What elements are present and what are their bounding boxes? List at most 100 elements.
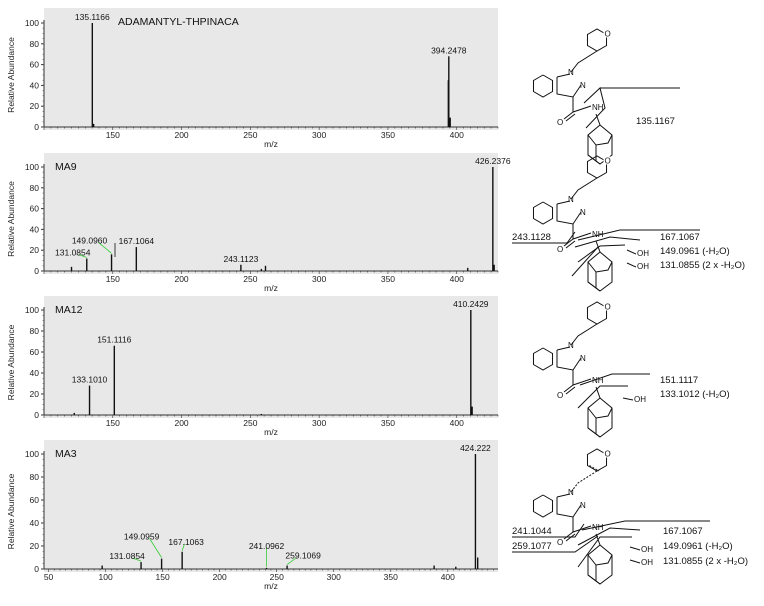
y-tick-label: 60 <box>30 60 40 70</box>
peak-label: 167.1063 <box>168 537 204 547</box>
adamantane-cage <box>595 433 601 438</box>
fragmentation-line <box>626 262 637 268</box>
oxygen-atom: O <box>605 157 611 166</box>
amide-nh: NH <box>592 103 604 112</box>
fragmentation-line <box>577 536 632 568</box>
atom-bg <box>603 156 611 165</box>
fragment-label: 243.1128 <box>512 232 551 243</box>
y-tick-label: 80 <box>30 472 40 482</box>
atom-bg <box>603 449 611 458</box>
spectrum-title: MA3 <box>55 448 77 460</box>
fragmentation-line <box>577 244 626 263</box>
peak-label: 167.1064 <box>119 236 155 246</box>
fragmentation-line <box>512 523 585 538</box>
peak-label: 410.2429 <box>453 299 489 309</box>
nitrogen-atom: N <box>580 208 586 217</box>
y-tick-label: 40 <box>30 518 40 528</box>
fragment-label: 167.1067 <box>660 232 700 243</box>
y-tick-label: 100 <box>25 305 39 315</box>
y-tick-label: 80 <box>30 39 40 49</box>
label-leader <box>132 557 142 562</box>
adamantane-cage <box>587 272 597 289</box>
adamantane-cage <box>587 407 613 419</box>
y-tick-label: 20 <box>30 541 40 551</box>
y-axis-label: Relative Abundance <box>6 181 16 257</box>
adamantane-cage <box>587 554 613 566</box>
carbonyl-bond <box>565 113 576 122</box>
fragmentation-line <box>512 535 599 553</box>
amide-bond <box>572 370 592 386</box>
y-tick-label: 100 <box>25 162 39 172</box>
carbonyl-bond <box>563 111 574 120</box>
y-axis-label: Relative Abundance <box>6 324 16 400</box>
y-tick-label: 20 <box>30 245 40 255</box>
x-axis-label: m/z <box>264 139 278 149</box>
fragmentation-line <box>577 527 641 546</box>
y-tick-label: 40 <box>30 368 40 378</box>
amide-nh: NH <box>592 523 604 532</box>
peak-label: 133.1010 <box>72 375 108 385</box>
peak-label: 149.0960 <box>72 235 108 245</box>
fragmentation-line <box>629 546 641 551</box>
x-tick-label: 200 <box>174 418 188 428</box>
x-tick-label: 350 <box>381 130 395 140</box>
peak-label: 241.0962 <box>249 541 285 551</box>
spectrum-title: MA9 <box>55 161 77 173</box>
fragmentation-line <box>571 246 599 277</box>
nitrogen-atom: N <box>568 341 574 350</box>
peak-label: 243.1123 <box>223 254 258 264</box>
fragmentation-line <box>583 87 606 129</box>
x-tick-label: 100 <box>99 572 113 582</box>
fragmentation-line <box>581 520 710 531</box>
x-tick-label: 300 <box>312 274 326 284</box>
amide-nh: NH <box>592 376 604 385</box>
peak-label: 394.2478 <box>431 45 467 55</box>
y-tick-label: 40 <box>30 224 40 234</box>
fragmentation-line <box>577 385 628 409</box>
fragment-label: 151.1117 <box>660 375 698 386</box>
adamantane-cage <box>587 565 597 582</box>
benzene-ring <box>532 201 554 225</box>
peak-label: 426.2376 <box>475 156 511 166</box>
fragmentation-line <box>626 249 637 255</box>
x-axis-label: m/z <box>264 283 278 293</box>
label-leader <box>286 557 297 565</box>
y-tick-label: 60 <box>30 495 40 505</box>
peak-label: 151.1116 <box>97 335 131 345</box>
hydroxyl-label: OH <box>634 395 646 404</box>
pyrazole-ring <box>556 497 582 518</box>
adamantane-cage <box>595 580 601 585</box>
x-tick-label: 150 <box>106 418 120 428</box>
fragmentation-line <box>622 397 634 401</box>
fragmentation-line <box>579 373 650 386</box>
oxygen-atom: O <box>557 391 563 400</box>
amide-nh: NH <box>592 230 604 239</box>
adamantane-cage <box>595 287 601 292</box>
y-tick-label: 60 <box>30 204 40 214</box>
x-tick-label: 200 <box>213 572 227 582</box>
methylene-linker <box>570 470 598 493</box>
pyrazole-ring <box>556 204 582 225</box>
x-tick-label: 350 <box>381 274 395 284</box>
dashed-double-bond <box>589 465 600 472</box>
benzene-ring <box>532 347 554 371</box>
y-tick-label: 0 <box>34 122 39 132</box>
y-tick-label: 60 <box>30 347 40 357</box>
x-tick-label: 300 <box>312 130 326 140</box>
oxygen-atom: O <box>605 303 611 312</box>
x-axis-label: m/z <box>264 581 278 591</box>
peak-label: 131.0854 <box>109 551 145 561</box>
fragmentation-line <box>512 231 576 244</box>
tetrahydropyran-ring <box>586 155 608 179</box>
nitrogen-atom: N <box>568 488 574 497</box>
atom-bg <box>603 302 611 311</box>
